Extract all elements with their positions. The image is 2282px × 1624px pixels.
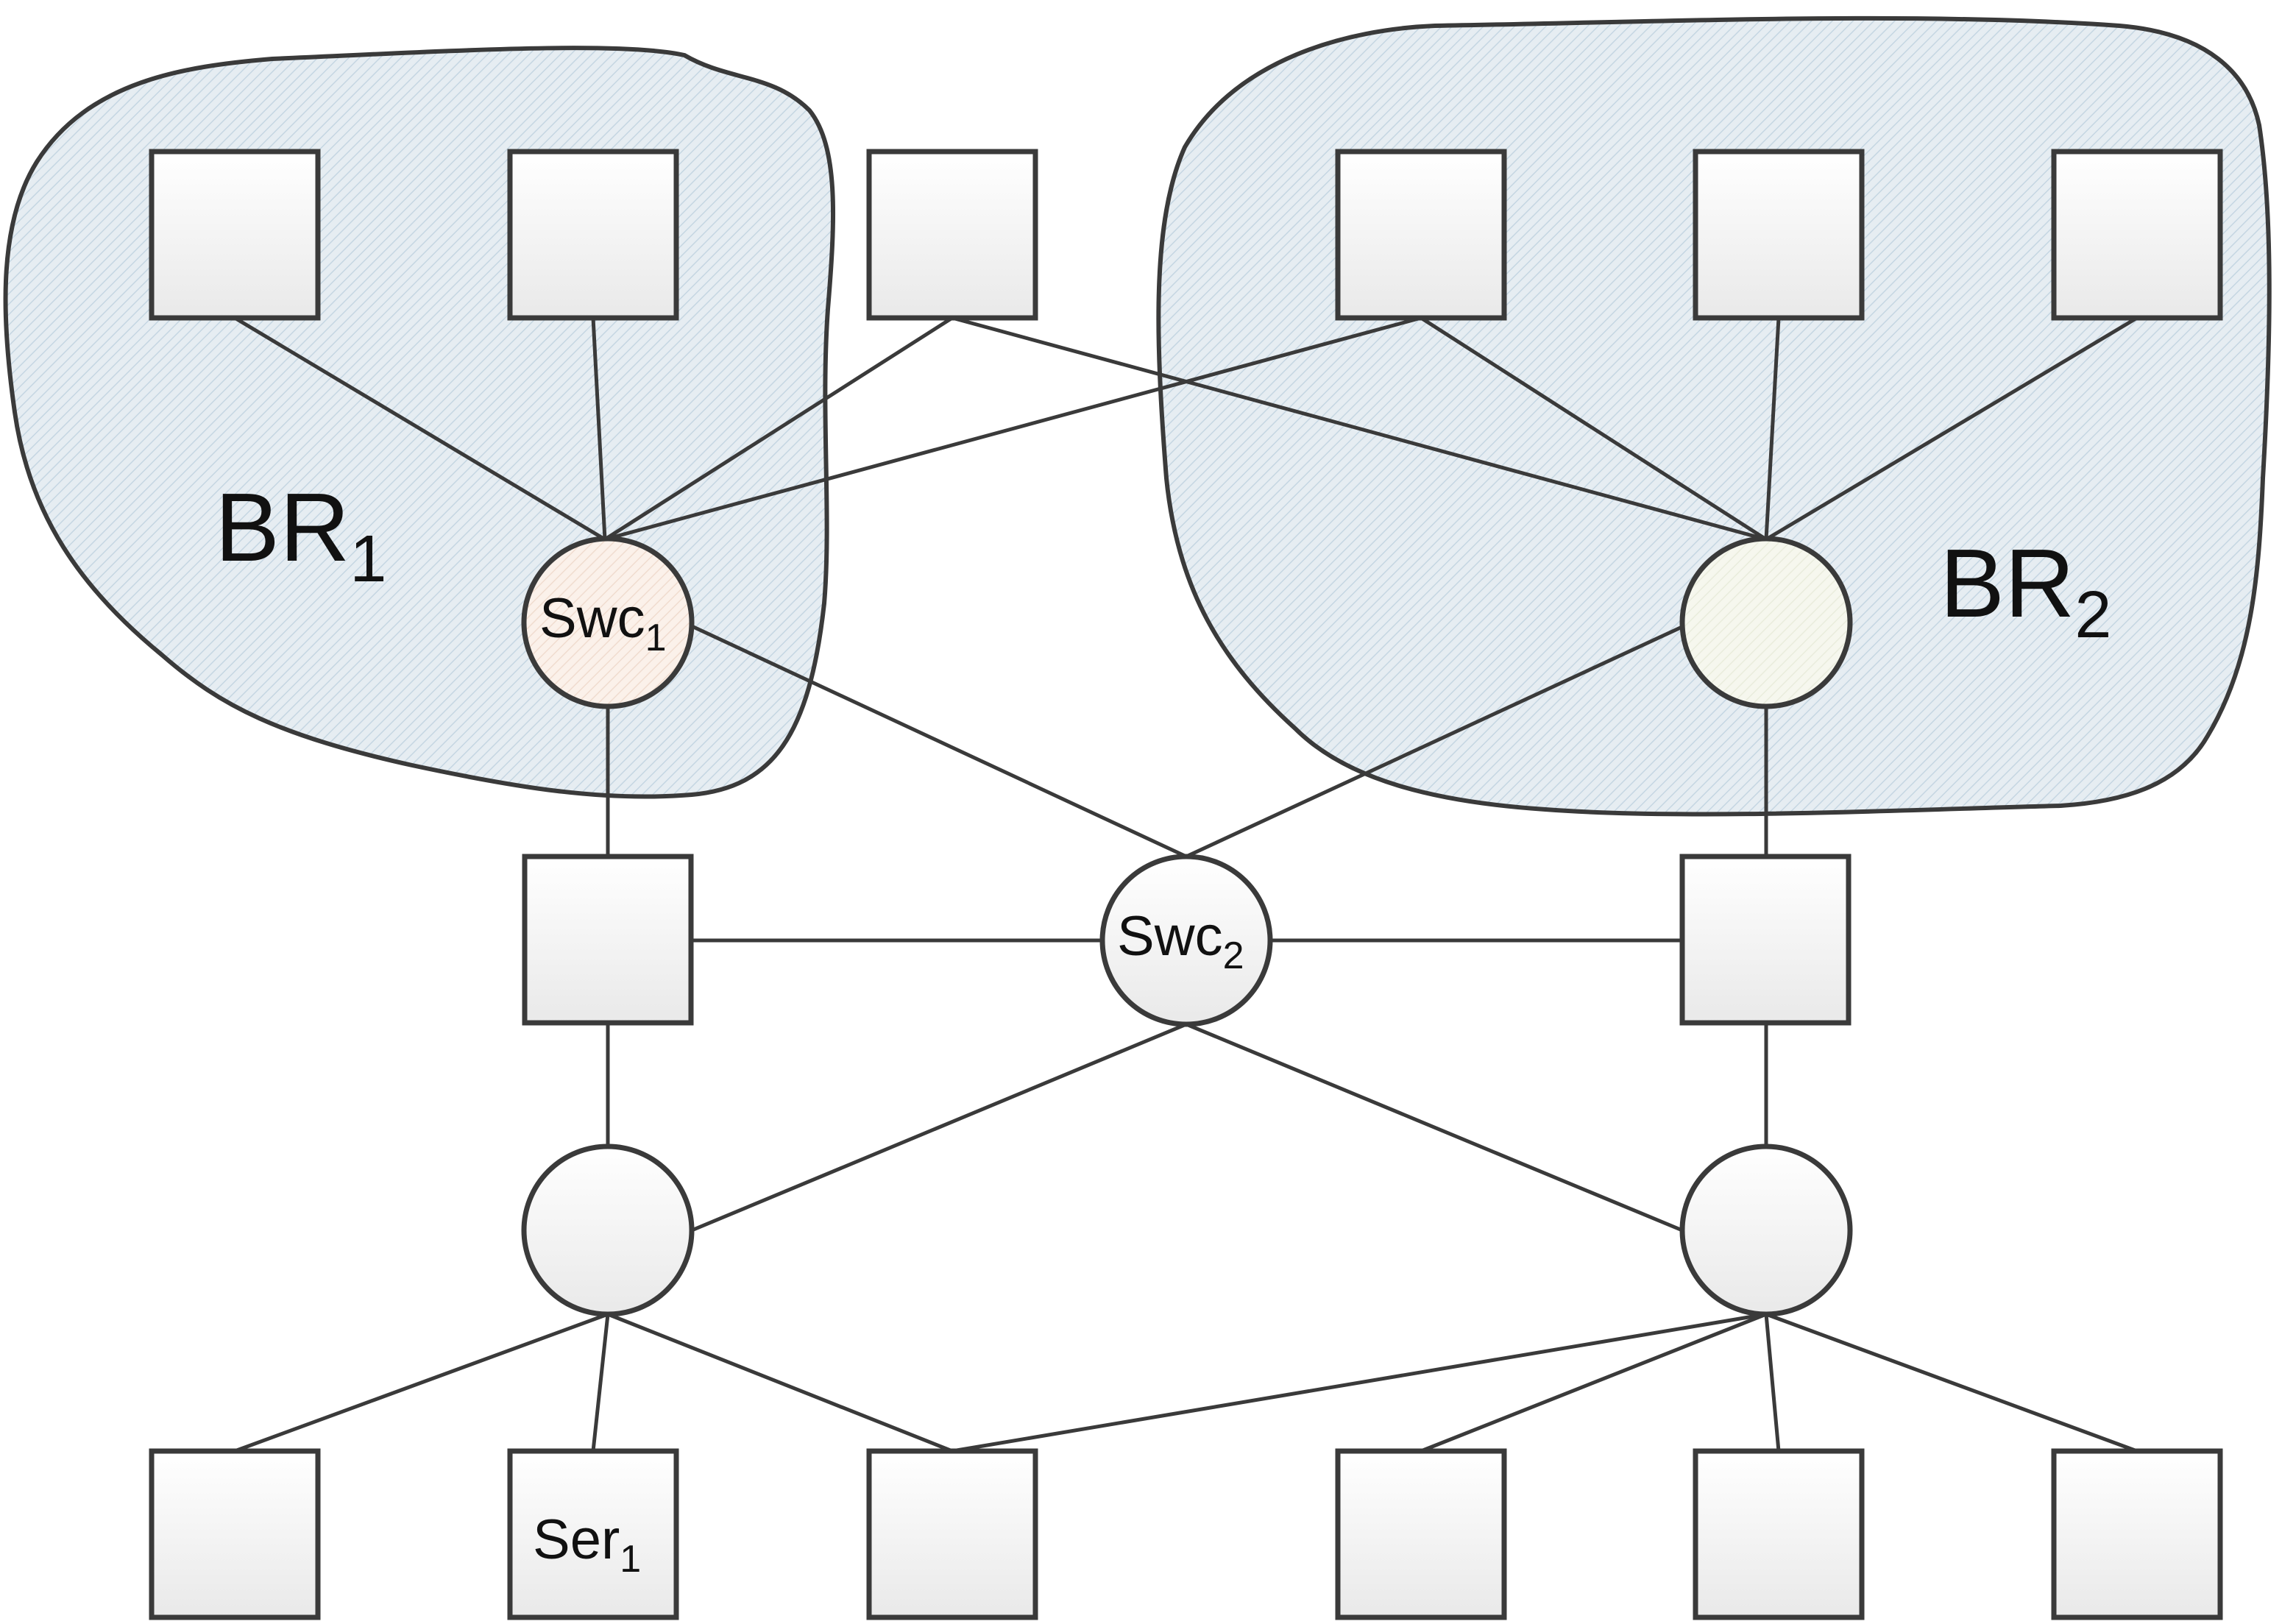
edge bbox=[233, 316, 606, 542]
edge bbox=[952, 316, 1767, 542]
swc1-label-sub: 1 bbox=[645, 617, 667, 659]
edge bbox=[1764, 317, 1781, 540]
switch-swc2 bbox=[1099, 854, 1273, 1027]
host-node bbox=[2051, 1448, 2223, 1620]
host-node bbox=[149, 1448, 321, 1620]
br1-label-text: BR bbox=[215, 473, 350, 581]
edge bbox=[1185, 623, 1687, 859]
edge bbox=[1186, 1022, 1683, 1233]
edge bbox=[691, 1022, 1187, 1233]
host-ser1 bbox=[507, 1448, 679, 1620]
edge bbox=[591, 1313, 610, 1452]
region-br1 bbox=[3, 46, 836, 799]
edge bbox=[603, 316, 954, 542]
br1-label: BR1 bbox=[215, 473, 386, 596]
host-node bbox=[2051, 149, 2223, 321]
edge bbox=[234, 1312, 609, 1453]
switch-node bbox=[1679, 1143, 1853, 1317]
host-node bbox=[1693, 149, 1865, 321]
swc2-label: Swc2 bbox=[1117, 905, 1244, 977]
swc2-label-text: Swc bbox=[1117, 905, 1223, 968]
edge bbox=[1765, 316, 2139, 542]
switch-node bbox=[521, 1143, 695, 1317]
switch-swc1 bbox=[521, 536, 695, 709]
host-node bbox=[866, 149, 1038, 321]
host-node bbox=[1335, 149, 1507, 321]
host-node bbox=[507, 149, 679, 321]
br2-label: BR2 bbox=[1940, 529, 2111, 652]
edge bbox=[1765, 1312, 2138, 1453]
br2-label-sub: 2 bbox=[2074, 578, 2111, 652]
swc1-label: Swc1 bbox=[539, 587, 667, 659]
ser1-label: Ser1 bbox=[533, 1508, 641, 1581]
swc1-label-text: Swc bbox=[539, 587, 645, 650]
ser1-label-text: Ser bbox=[533, 1508, 620, 1571]
host-node bbox=[1679, 854, 1852, 1026]
switch-br2 bbox=[1679, 536, 1853, 709]
region-br2 bbox=[1156, 15, 2272, 817]
edge bbox=[689, 623, 1188, 859]
edge bbox=[607, 1312, 953, 1453]
edge bbox=[1420, 316, 1768, 542]
host-node bbox=[522, 854, 694, 1026]
br1-label-sub: 1 bbox=[350, 522, 386, 596]
host-node bbox=[149, 149, 321, 321]
edge bbox=[1420, 1312, 1767, 1453]
edge bbox=[952, 1312, 1767, 1453]
edge bbox=[591, 317, 607, 540]
edges bbox=[233, 316, 2139, 1453]
br2-label-text: BR bbox=[1940, 529, 2074, 637]
host-node bbox=[866, 1448, 1038, 1620]
swc2-label-sub: 2 bbox=[1223, 935, 1244, 977]
host-node bbox=[1335, 1448, 1507, 1620]
host-node bbox=[1693, 1448, 1865, 1620]
edge bbox=[604, 316, 1422, 542]
edge bbox=[1764, 1313, 1781, 1452]
ser1-label-sub: 1 bbox=[620, 1538, 641, 1581]
